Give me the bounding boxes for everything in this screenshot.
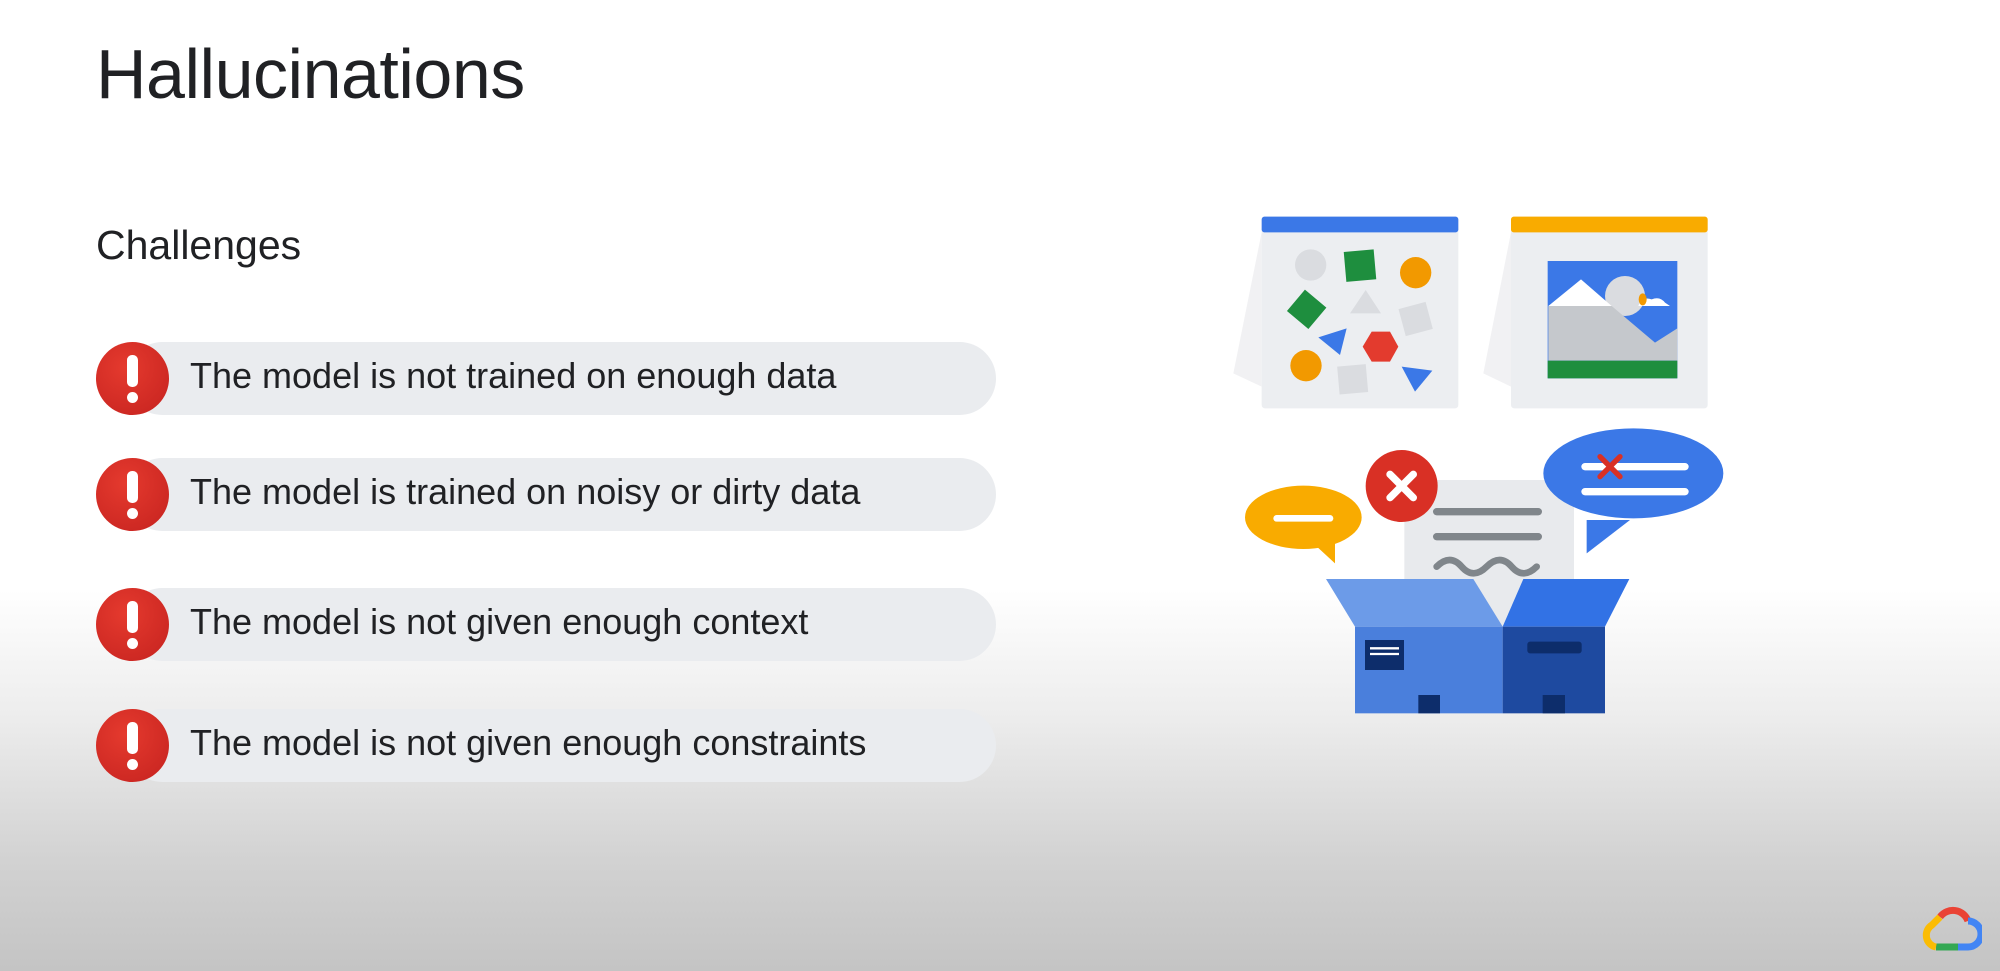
section-subtitle: Challenges [96, 222, 302, 268]
data-box-illustration [1233, 216, 1724, 714]
open-box-icon [1326, 579, 1630, 714]
challenge-pill [126, 588, 996, 661]
challenge-item: The model is not given enough constraint… [96, 709, 996, 782]
exclamation-icon [96, 458, 169, 531]
exclamation-icon [96, 709, 169, 782]
slide-title: Hallucinations [96, 35, 525, 113]
challenge-text: The model is trained on noisy or dirty d… [190, 471, 861, 512]
image-card [1483, 216, 1708, 409]
exclamation-icon [96, 342, 169, 415]
challenge-pill [126, 342, 996, 415]
challenge-pill [126, 458, 996, 531]
error-x-icon [1365, 450, 1438, 522]
google-cloud-logo [1922, 906, 1982, 951]
exclamation-icon [96, 588, 169, 661]
challenge-pill [126, 709, 996, 782]
challenge-text: The model is not trained on enough data [190, 355, 837, 396]
shapes-card [1233, 216, 1459, 409]
challenge-item: The model is not trained on enough data [96, 342, 996, 415]
yellow-chat-bubble-icon [1245, 485, 1362, 564]
challenge-text: The model is not given enough context [190, 601, 809, 642]
challenge-item: The model is trained on noisy or dirty d… [96, 458, 996, 531]
challenge-item: The model is not given enough context [96, 588, 996, 661]
challenge-text: The model is not given enough constraint… [190, 722, 867, 763]
